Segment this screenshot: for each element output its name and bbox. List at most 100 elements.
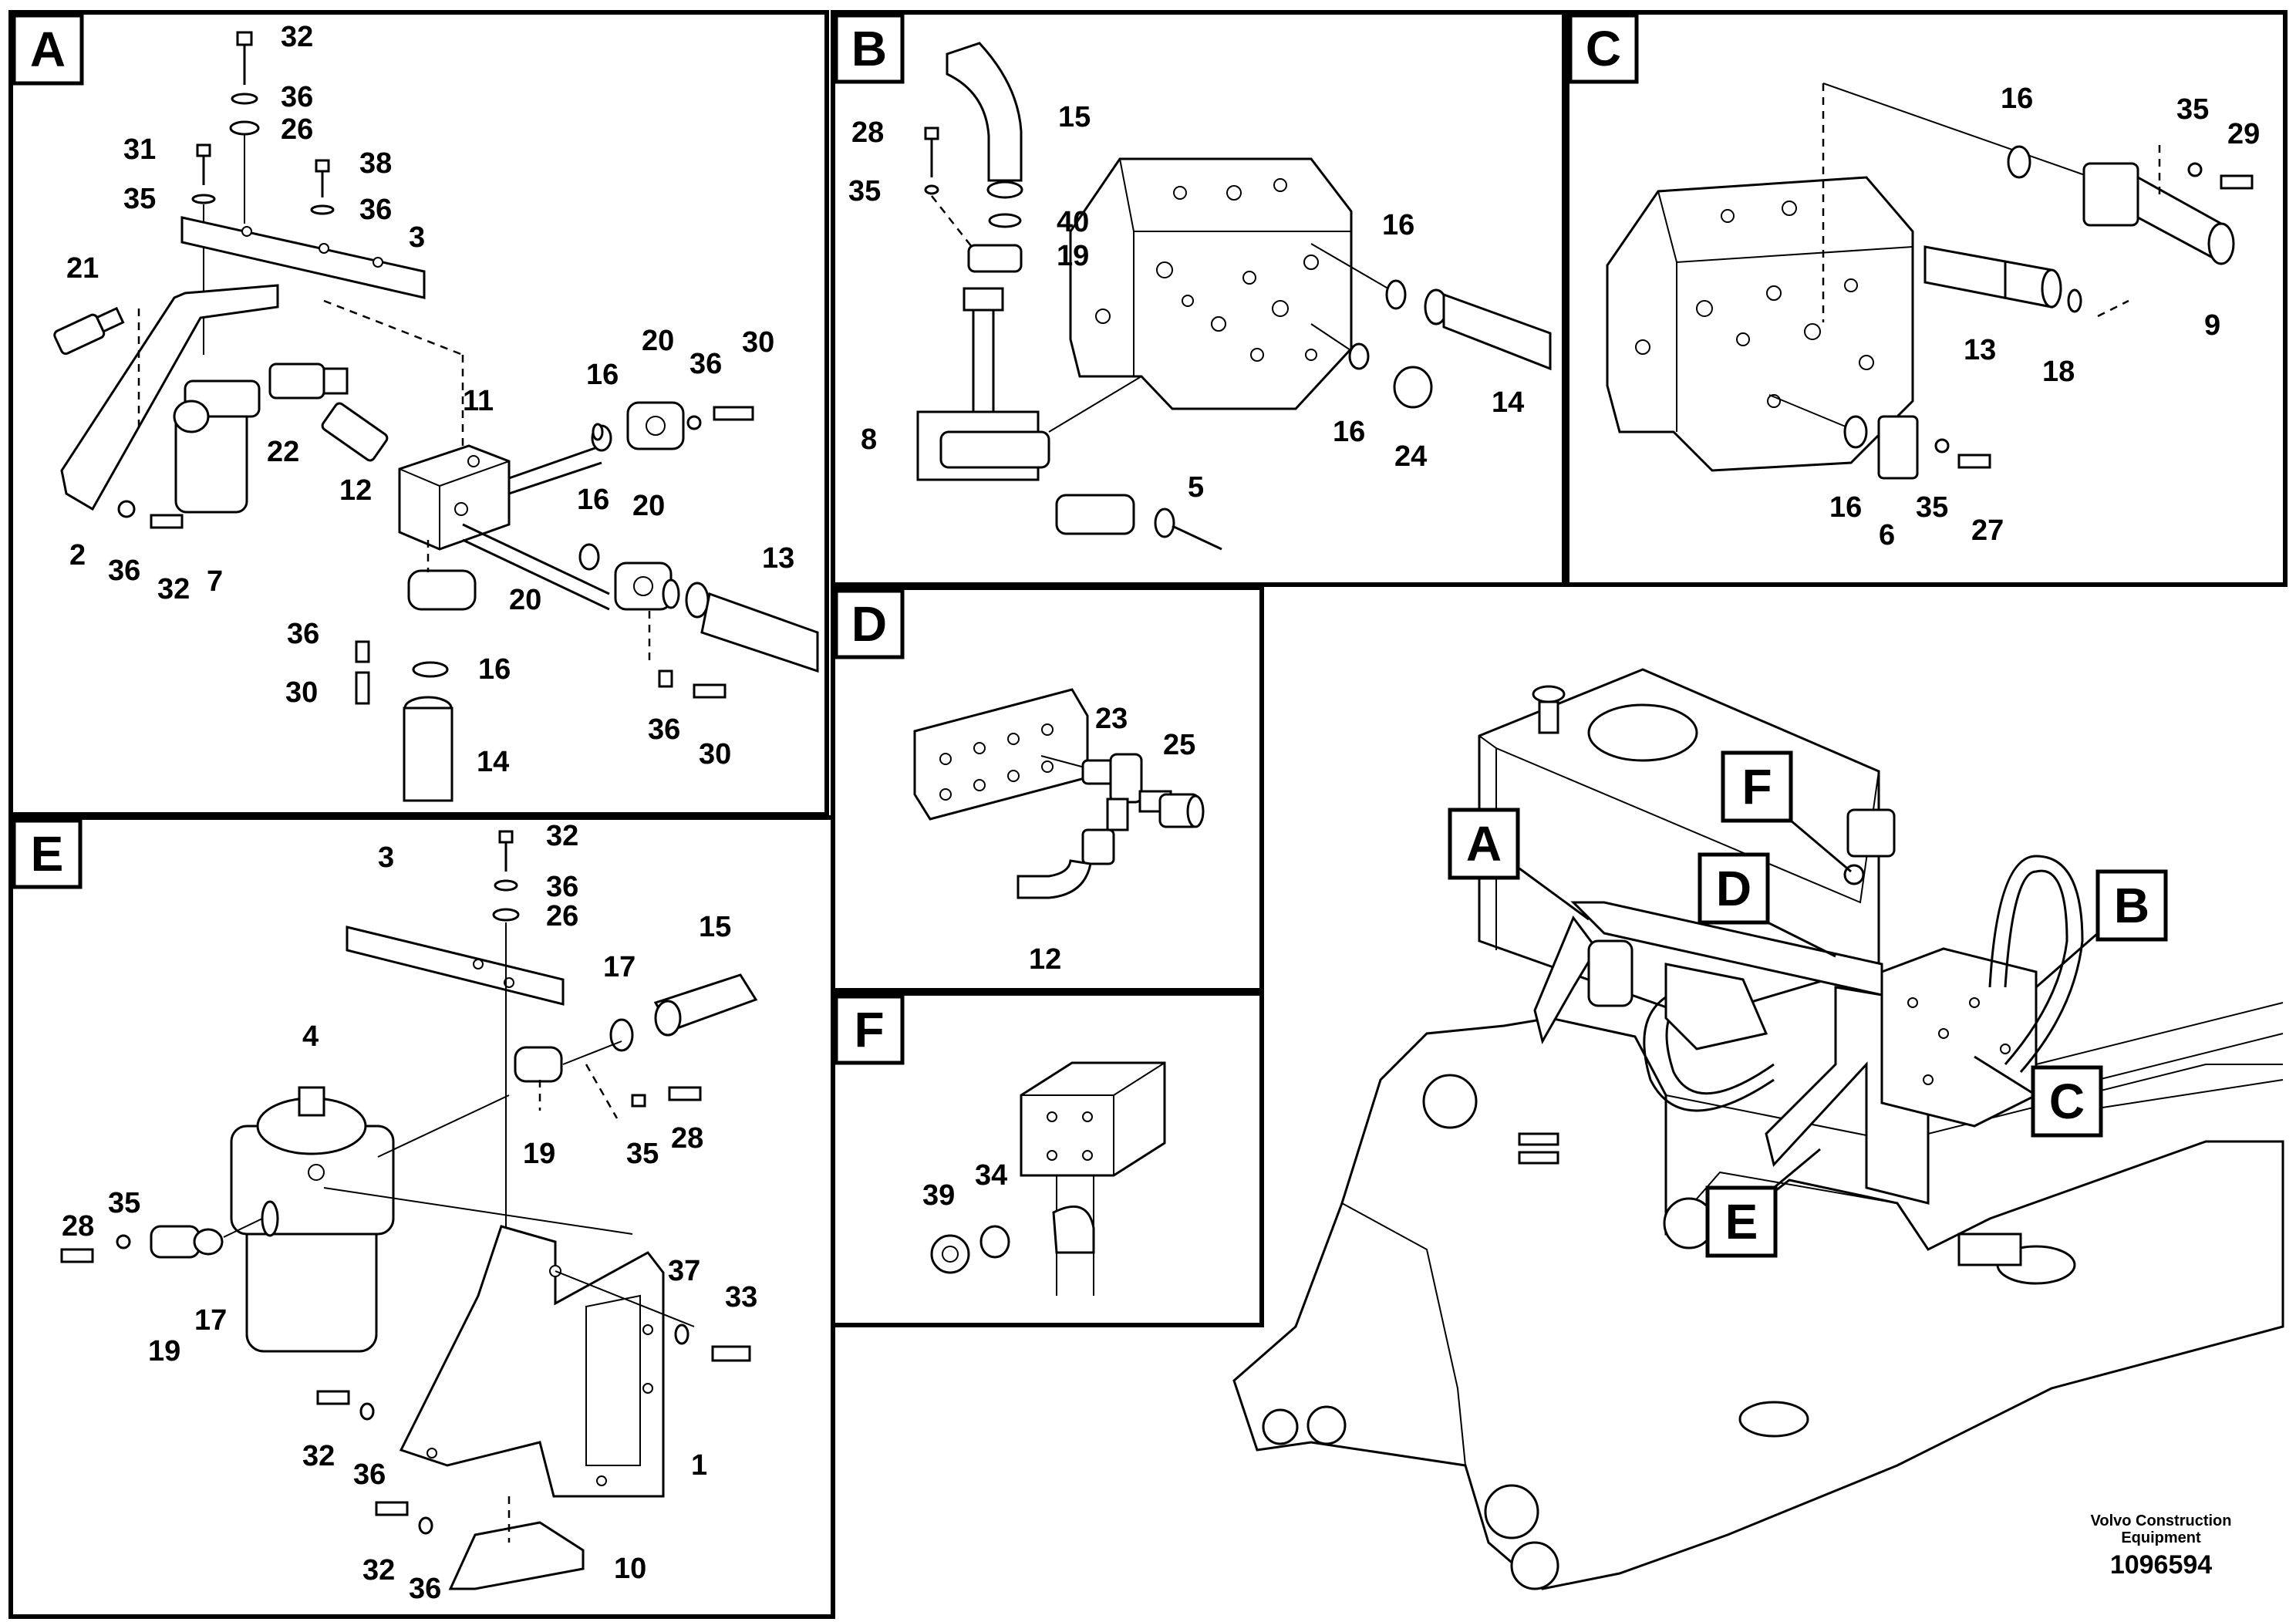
- part-label: 32: [302, 1440, 335, 1472]
- part-label: 15: [699, 911, 731, 943]
- part-label: 30: [742, 326, 774, 359]
- overview-callout-d: D: [1716, 861, 1752, 916]
- panel-b-drawing: [916, 42, 1552, 551]
- part-label: 14: [477, 746, 509, 778]
- panel-d-frame: [831, 585, 1264, 993]
- panel-f-tag: F: [834, 994, 905, 1065]
- part-label: 34: [975, 1159, 1007, 1192]
- part-label: 16: [1382, 209, 1414, 241]
- part-label: 23: [1095, 703, 1128, 735]
- part-label: 15: [1058, 101, 1091, 133]
- overview-callout-e: E: [1725, 1194, 1758, 1249]
- panel-c-tag: C: [1568, 13, 1639, 84]
- part-label: 16: [1829, 491, 1862, 524]
- part-label: 36: [546, 871, 578, 903]
- part-label: 32: [281, 21, 313, 53]
- overview-callout-f: F: [1741, 759, 1772, 814]
- part-label: 18: [2042, 356, 2075, 388]
- part-label: 16: [478, 653, 511, 686]
- part-label: 11: [463, 385, 494, 417]
- part-label: 36: [287, 618, 319, 650]
- part-label: 12: [339, 474, 372, 507]
- panel-c-letter: C: [1586, 21, 1621, 76]
- part-label: 30: [699, 738, 731, 771]
- part-label: 28: [62, 1210, 94, 1243]
- panel-a-frame: [8, 10, 829, 817]
- part-label: 35: [1916, 491, 1948, 524]
- overview-callout-c: C: [2049, 1074, 2085, 1129]
- part-label: 29: [2227, 118, 2260, 150]
- part-label: 21: [66, 252, 99, 285]
- footer: Volvo Construction Equipment 1096594: [2091, 1512, 2232, 1580]
- part-label: 26: [281, 113, 313, 146]
- part-label: 35: [108, 1187, 140, 1219]
- part-label: 10: [614, 1553, 646, 1585]
- drawing-number: 1096594: [2110, 1550, 2212, 1580]
- part-label: 13: [762, 542, 794, 575]
- part-label: 20: [642, 325, 674, 357]
- panel-b-labels: 15 28 35 40 19 16 8 5 16 14 24: [848, 101, 1524, 504]
- part-label: 13: [1964, 334, 1996, 366]
- part-label: 16: [586, 359, 619, 391]
- part-label: 20: [632, 490, 665, 522]
- panel-e-tag: E: [12, 818, 83, 889]
- panel-a-tag: A: [12, 13, 84, 86]
- company-name-line1: Volvo Construction: [2091, 1512, 2232, 1529]
- part-label: 9: [2204, 309, 2220, 342]
- panel-a-drawing: [53, 31, 819, 802]
- part-label: 26: [546, 900, 578, 932]
- part-label: 17: [194, 1304, 227, 1337]
- panel-c-labels: 16 35 29 13 18 9 16 6 35 27: [1829, 83, 2260, 551]
- panel-a-letter: A: [30, 22, 66, 77]
- part-label: 2: [69, 539, 86, 572]
- part-label: 35: [123, 183, 156, 215]
- panel-d-tag: D: [834, 588, 905, 659]
- company-name-line2: Equipment: [2121, 1529, 2201, 1546]
- overview-callouts: A F D B C E: [1448, 750, 2168, 1258]
- panel-b-frame: [831, 10, 1566, 587]
- part-label: 4: [302, 1020, 319, 1053]
- part-label: 5: [1188, 471, 1204, 504]
- panel-e-labels: 32 3 36 26 15 17 4 19 35 28 28 35 37 33 …: [62, 820, 757, 1605]
- panel-e-drawing: [60, 830, 758, 1590]
- part-label: 1: [691, 1449, 707, 1482]
- panel-d-letter: D: [851, 596, 887, 652]
- part-label: 19: [148, 1335, 180, 1367]
- panel-b-tag: B: [834, 13, 905, 84]
- part-label: 19: [1057, 240, 1089, 272]
- part-label: 19: [523, 1138, 555, 1170]
- part-label: 16: [2001, 83, 2033, 115]
- part-label: 27: [1971, 514, 2004, 547]
- overview-callout-b: B: [2114, 878, 2149, 933]
- part-label: 3: [409, 221, 425, 254]
- panel-d-drawing: [913, 688, 1205, 899]
- part-label: 33: [725, 1281, 757, 1313]
- part-label: 32: [546, 820, 578, 852]
- panel-f-labels: 39 34: [922, 1159, 1007, 1212]
- part-label: 36: [353, 1458, 386, 1491]
- part-label: 35: [2176, 93, 2209, 126]
- panel-e-frame: [8, 815, 835, 1619]
- part-label: 32: [362, 1554, 395, 1587]
- part-label: 7: [207, 565, 223, 598]
- part-label: 36: [409, 1573, 441, 1605]
- part-label: 36: [281, 81, 313, 113]
- part-label: 35: [626, 1138, 659, 1170]
- panel-c-drawing: [1606, 83, 2254, 480]
- part-label: 25: [1163, 729, 1195, 761]
- part-label: 28: [671, 1122, 703, 1155]
- part-label: 6: [1879, 519, 1895, 551]
- part-label: 16: [1333, 416, 1365, 448]
- part-label: 36: [648, 713, 680, 746]
- part-label: 32: [157, 573, 190, 605]
- panel-f-drawing: [930, 1061, 1166, 1296]
- part-label: 40: [1057, 206, 1089, 238]
- part-label: 17: [603, 951, 636, 983]
- part-label: 3: [378, 841, 394, 874]
- part-label: 36: [108, 555, 140, 587]
- part-label: 30: [285, 676, 318, 709]
- part-label: 36: [689, 348, 722, 380]
- part-label: 12: [1029, 943, 1061, 976]
- overview-callout-a: A: [1466, 816, 1502, 872]
